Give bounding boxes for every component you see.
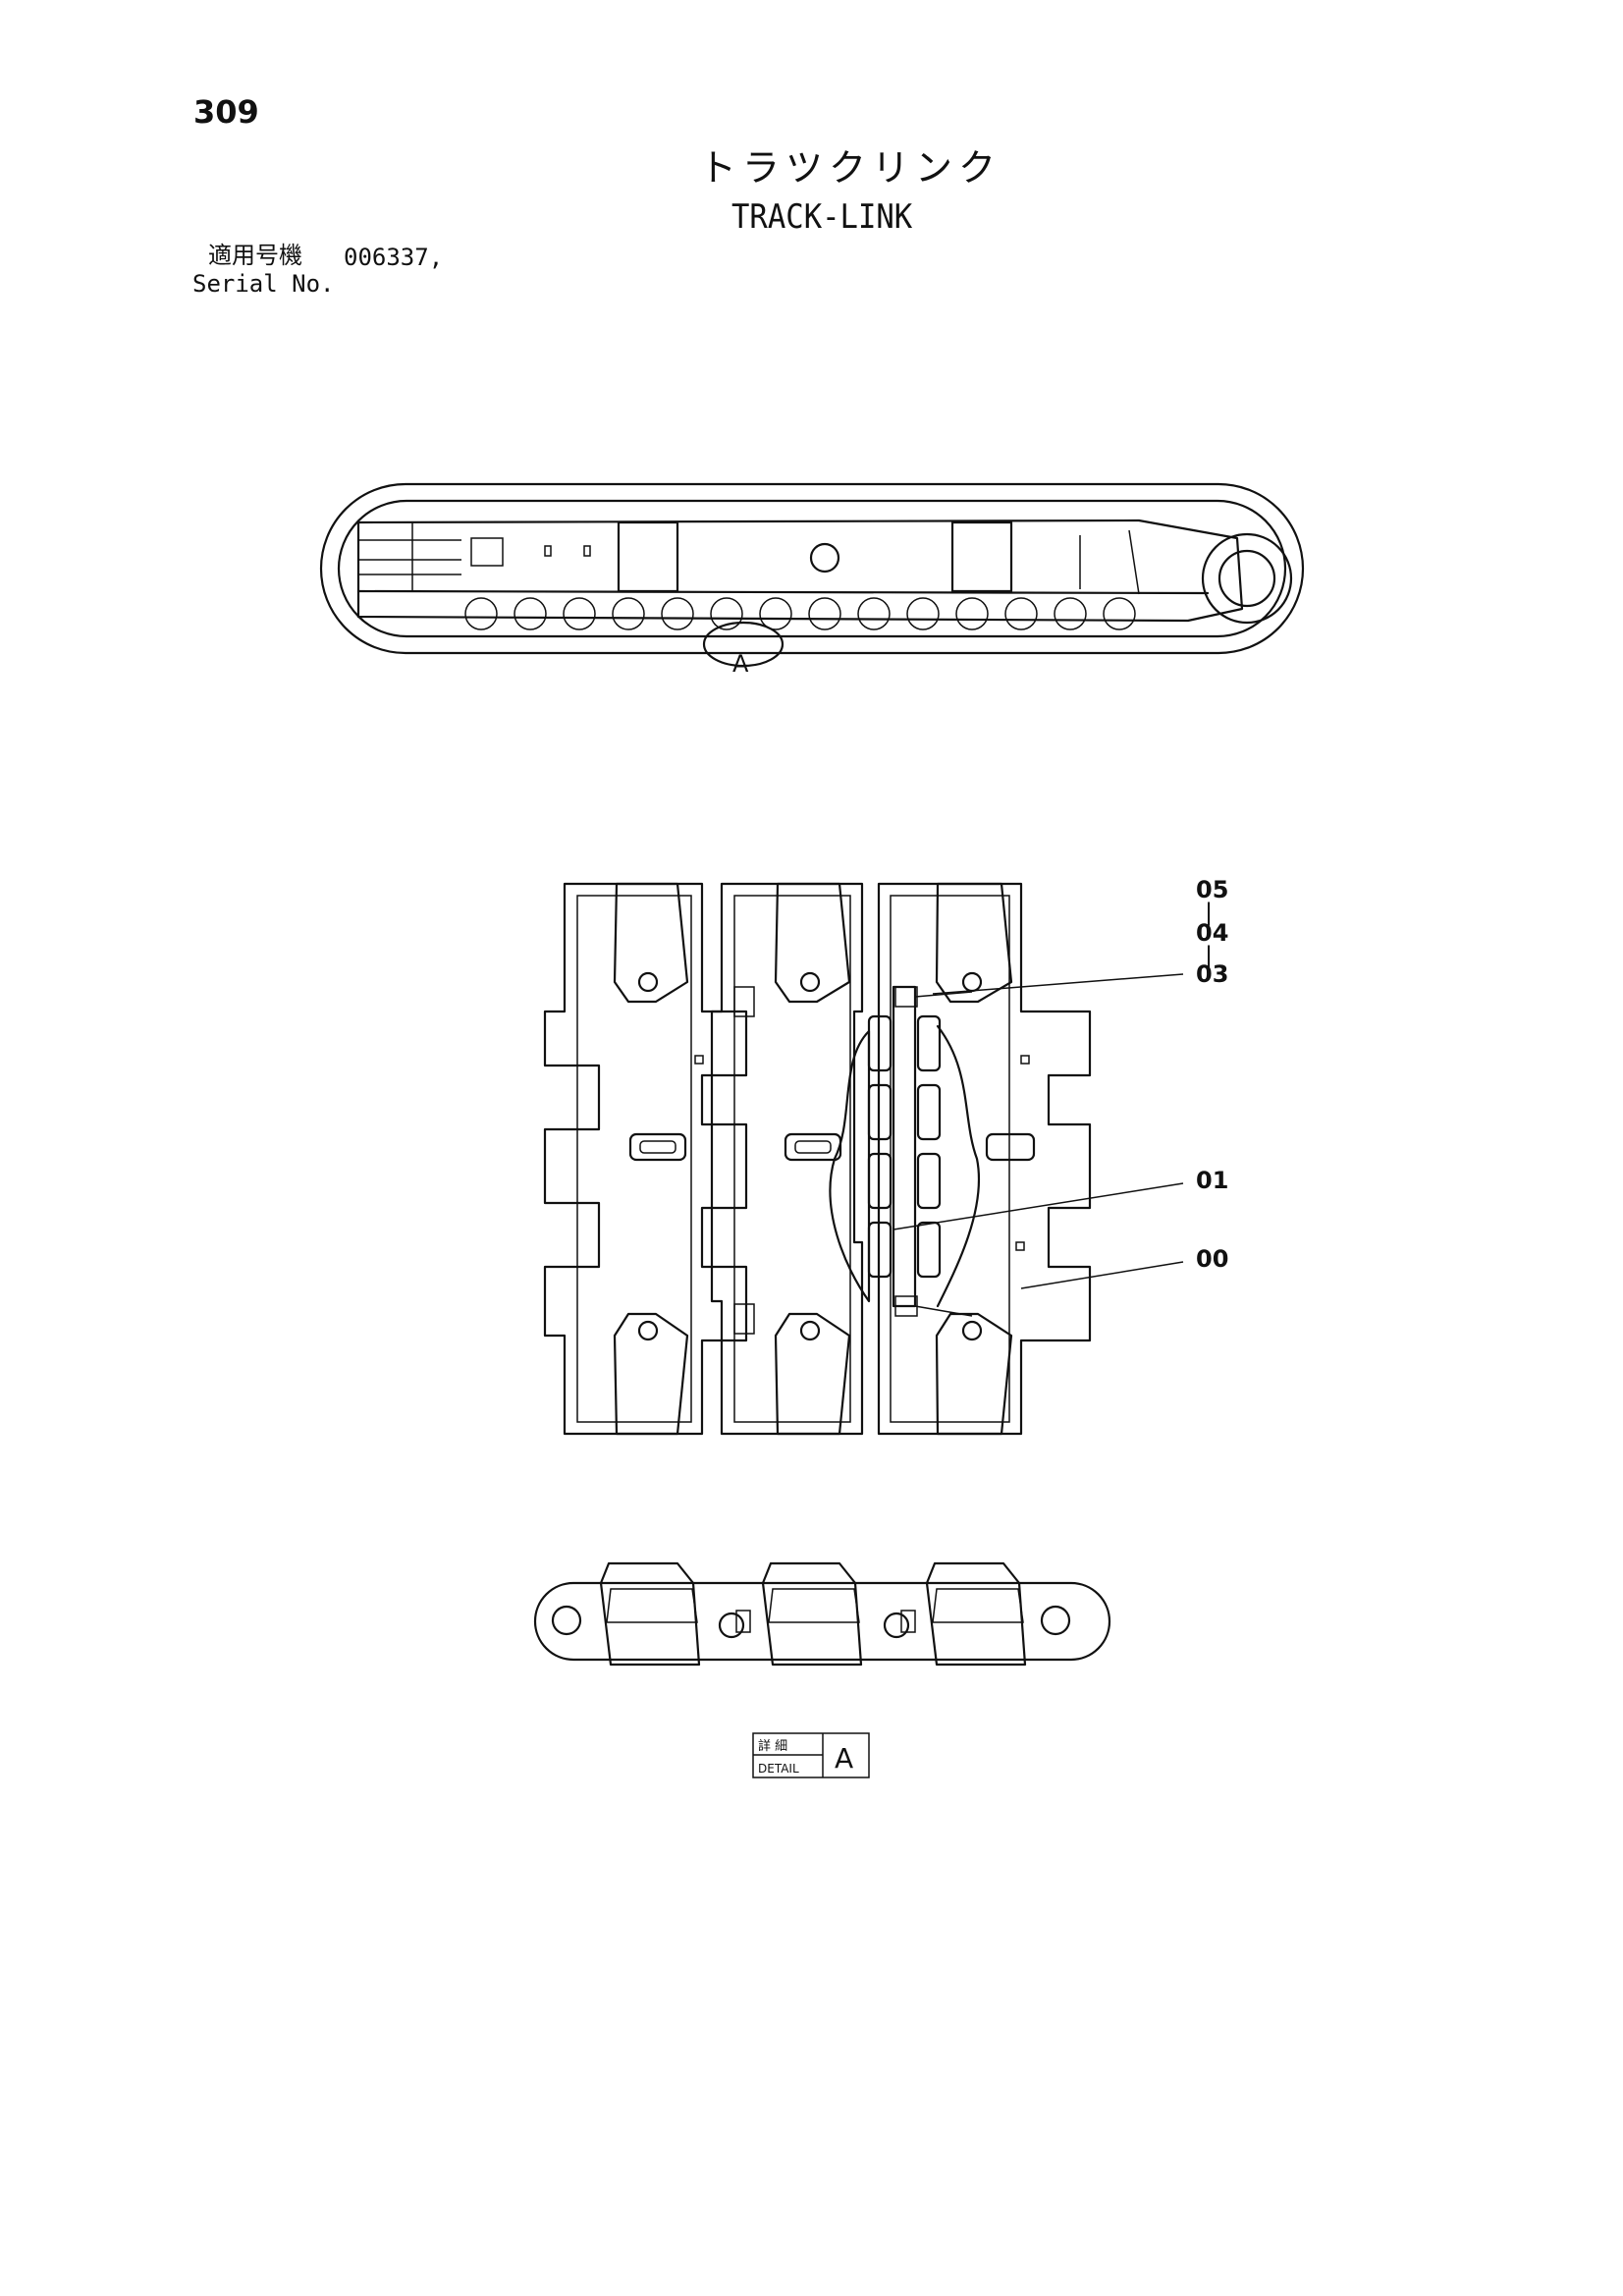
page-title-japanese: トラツクリンク <box>699 146 1002 190</box>
serial-label-japanese: 適用号機 <box>208 242 302 269</box>
track-link-2 <box>710 882 864 1436</box>
frame-bracket-right <box>950 520 1013 593</box>
link-3-cutaway-right <box>936 1024 981 1308</box>
page-number: 309 <box>193 93 259 131</box>
detail-label-letter: A <box>835 1742 853 1775</box>
side-link-2 <box>761 1561 863 1667</box>
detail-a-callout-circle <box>702 621 784 668</box>
part-label-05: 05 <box>1196 876 1228 903</box>
detail-label-english: DETAIL <box>758 1762 799 1776</box>
serial-number: 006337, <box>344 244 444 271</box>
part-label-00: 00 <box>1196 1245 1228 1273</box>
carrier-roller <box>809 542 840 574</box>
part-label-03: 03 <box>1196 960 1228 988</box>
leader-line-03 <box>932 973 1184 995</box>
link-3-cutaway-left <box>829 1029 871 1303</box>
link-3-lower-pad <box>935 1312 1013 1436</box>
track-link-1 <box>543 882 748 1436</box>
part-label-dash: | <box>1205 899 1213 926</box>
part-label-01: 01 <box>1196 1167 1228 1194</box>
part-callouts: 05 | 04 | 03 01 00 <box>893 876 1228 1289</box>
link-2-lower-pad <box>774 1312 851 1436</box>
link-1-slot <box>628 1132 687 1162</box>
detail-a-callout-label: A <box>732 650 749 678</box>
detail-label-japanese: 詳 細 <box>758 1738 787 1754</box>
track-inner-outline <box>337 499 1287 638</box>
leader-line-00 <box>1020 1261 1184 1289</box>
link-3-upper-pad <box>935 882 1013 1004</box>
link-1-lower-pad <box>613 1312 689 1436</box>
track-pin <box>892 985 917 1308</box>
serial-label-english: Serial No. <box>192 270 335 298</box>
link-2-upper-pad <box>774 882 851 1004</box>
link-end-hole-left <box>551 1605 582 1636</box>
link-chain-outline <box>533 1581 1111 1662</box>
track-links-top-view <box>543 882 1092 1436</box>
idler-hub <box>1217 549 1276 608</box>
link-end-hole-right <box>1040 1605 1071 1636</box>
track-frame <box>356 519 1244 623</box>
track-rollers <box>464 597 1136 630</box>
page-title-english: TRACK-LINK <box>731 197 913 237</box>
side-link-1 <box>599 1561 701 1667</box>
side-link-3 <box>925 1561 1027 1667</box>
track-links-side-view <box>533 1561 1111 1667</box>
undercarriage-overview-drawing: A <box>319 482 1305 678</box>
part-label-04: 04 <box>1196 919 1228 947</box>
detail-a-label-box: 詳 細 DETAIL A <box>752 1732 870 1778</box>
link-1-upper-pad <box>613 882 689 1004</box>
link-2-slot <box>784 1132 842 1162</box>
pin-bushing-assembly <box>867 985 973 1317</box>
link-2-upper-bolt <box>733 986 755 1017</box>
track-outer-outline <box>319 482 1305 655</box>
idler-wheel <box>1201 532 1293 625</box>
shoe-bolt-nut-upper <box>894 986 918 1008</box>
link-3-slot <box>985 1132 1036 1162</box>
track-frame-lower-rail <box>356 589 1210 595</box>
link-2-lower-bolt <box>733 1303 755 1335</box>
frame-bracket-left <box>617 520 679 593</box>
leader-line-01 <box>893 1182 1184 1230</box>
part-label-dash: | <box>1205 942 1213 969</box>
